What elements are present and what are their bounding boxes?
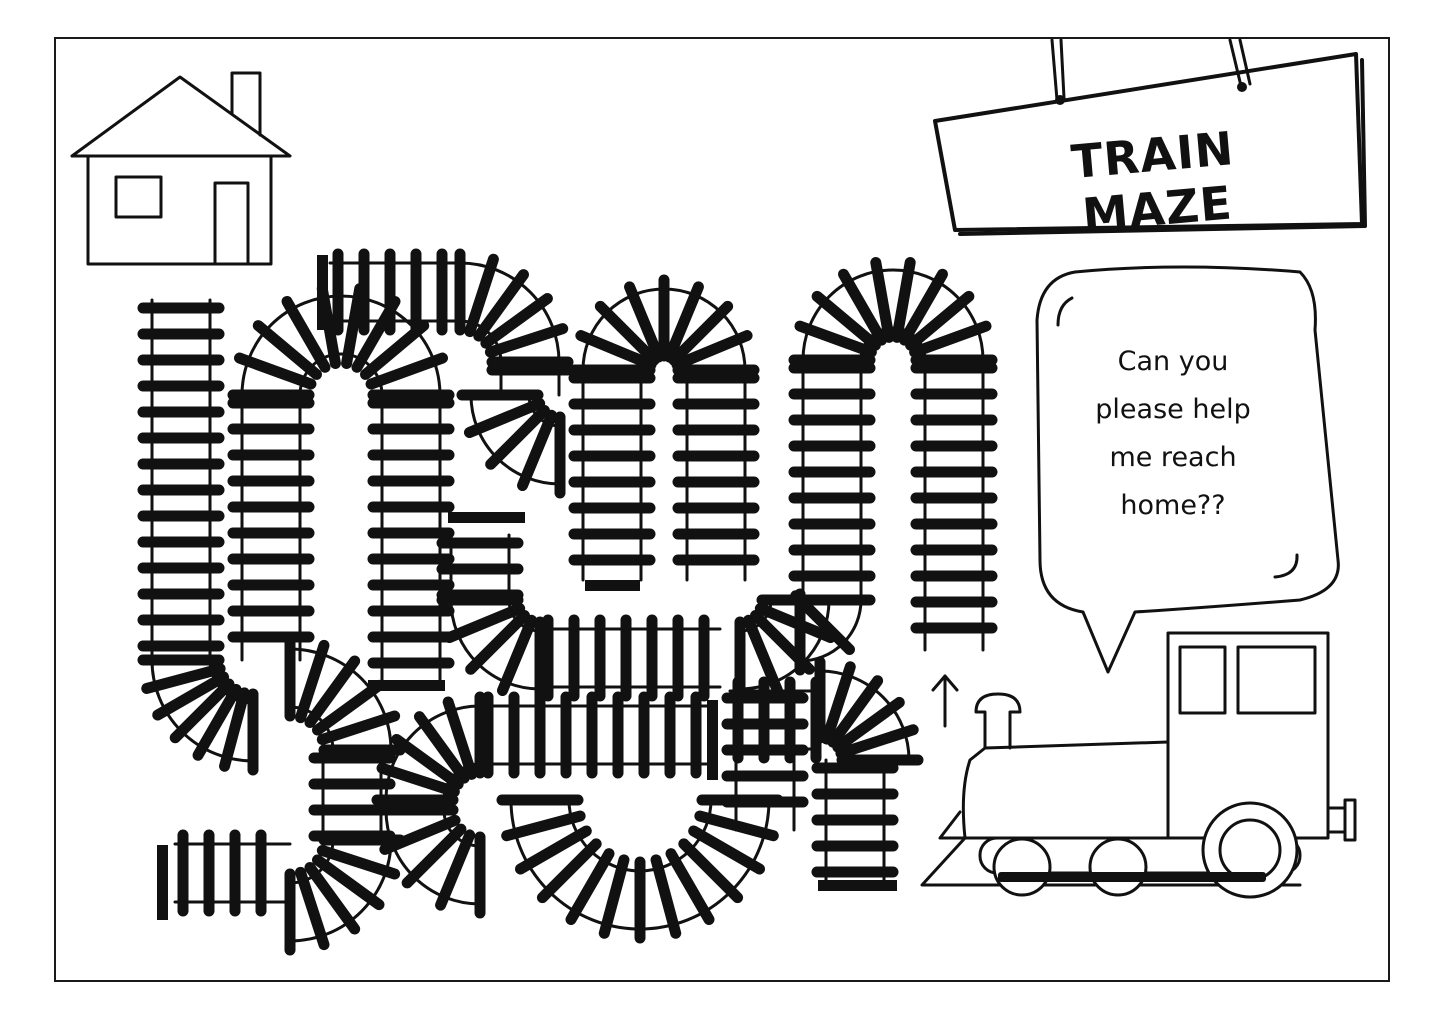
track-tie [379,814,461,855]
hanging-sign-icon [933,38,1367,236]
track-tie [899,268,948,346]
track-tie [668,300,734,366]
track-tie [827,675,884,748]
track-tie [295,866,330,951]
track-tie [401,823,467,889]
track-tie [838,268,887,346]
track-tie [501,810,586,842]
track-tie [192,683,242,761]
track-end-stop [368,680,445,691]
track-tie [295,639,330,724]
track-tie [663,281,704,363]
train-icon [920,631,1357,899]
track-tie [304,862,361,935]
track-tie [650,854,682,939]
track-tie [909,320,992,358]
track-tie [141,663,226,694]
speech-bubble-icon [1035,265,1340,674]
track-end-stop [157,845,168,920]
track-tie [442,696,478,780]
track-tie [391,733,464,790]
track-tie [870,257,895,343]
track-tie [312,854,385,911]
track-tie [252,320,322,380]
track-end-stop [818,880,897,891]
track-tie [565,848,615,926]
track-end-stop [707,700,718,780]
track-tie [341,283,366,369]
track-tie [312,679,385,736]
track-tie [496,614,538,697]
track-tie [480,293,553,349]
track-tie [316,710,401,745]
track-tie [742,614,784,697]
track-tie [821,661,856,745]
track-tie [376,762,460,798]
track-tie [516,409,558,492]
track-tie [169,678,235,744]
track-tie [514,825,592,875]
track-tie [473,269,529,342]
track-tie [624,281,665,363]
track-tie [575,330,657,371]
track-tie [304,655,361,728]
track-tie [152,671,230,721]
track-tie [678,838,744,904]
track-tie [464,253,499,338]
track-tie [688,825,766,875]
track-tie [281,295,331,373]
track-tie [234,352,317,390]
track-end-stop [317,255,328,330]
track-tie [463,397,546,439]
track-tie [484,323,569,358]
track-tie [905,290,975,351]
track-end-stop [448,512,525,523]
house-icon [70,71,292,266]
track-tie [811,290,881,351]
track-tie [598,854,630,939]
track-tie [594,300,660,366]
track-tie [435,829,476,911]
track-tie [891,257,916,343]
track-tie [665,848,715,926]
maze-tracks [137,248,998,956]
track-tie [794,320,877,358]
track-tie [413,711,470,784]
track-tie [465,610,530,675]
track-tie [443,602,526,644]
speech-bubble-text: Can you please help me reach home?? [1095,346,1251,521]
track-tie [832,696,905,753]
track-tie [365,352,448,390]
up-arrow-icon [931,674,959,728]
track-tie [316,845,401,880]
track-tie [536,838,602,904]
track-tie [219,687,250,772]
track-tie [671,330,753,371]
track-end-stop [585,580,640,591]
track-tie [485,405,550,470]
track-tie [835,724,919,759]
